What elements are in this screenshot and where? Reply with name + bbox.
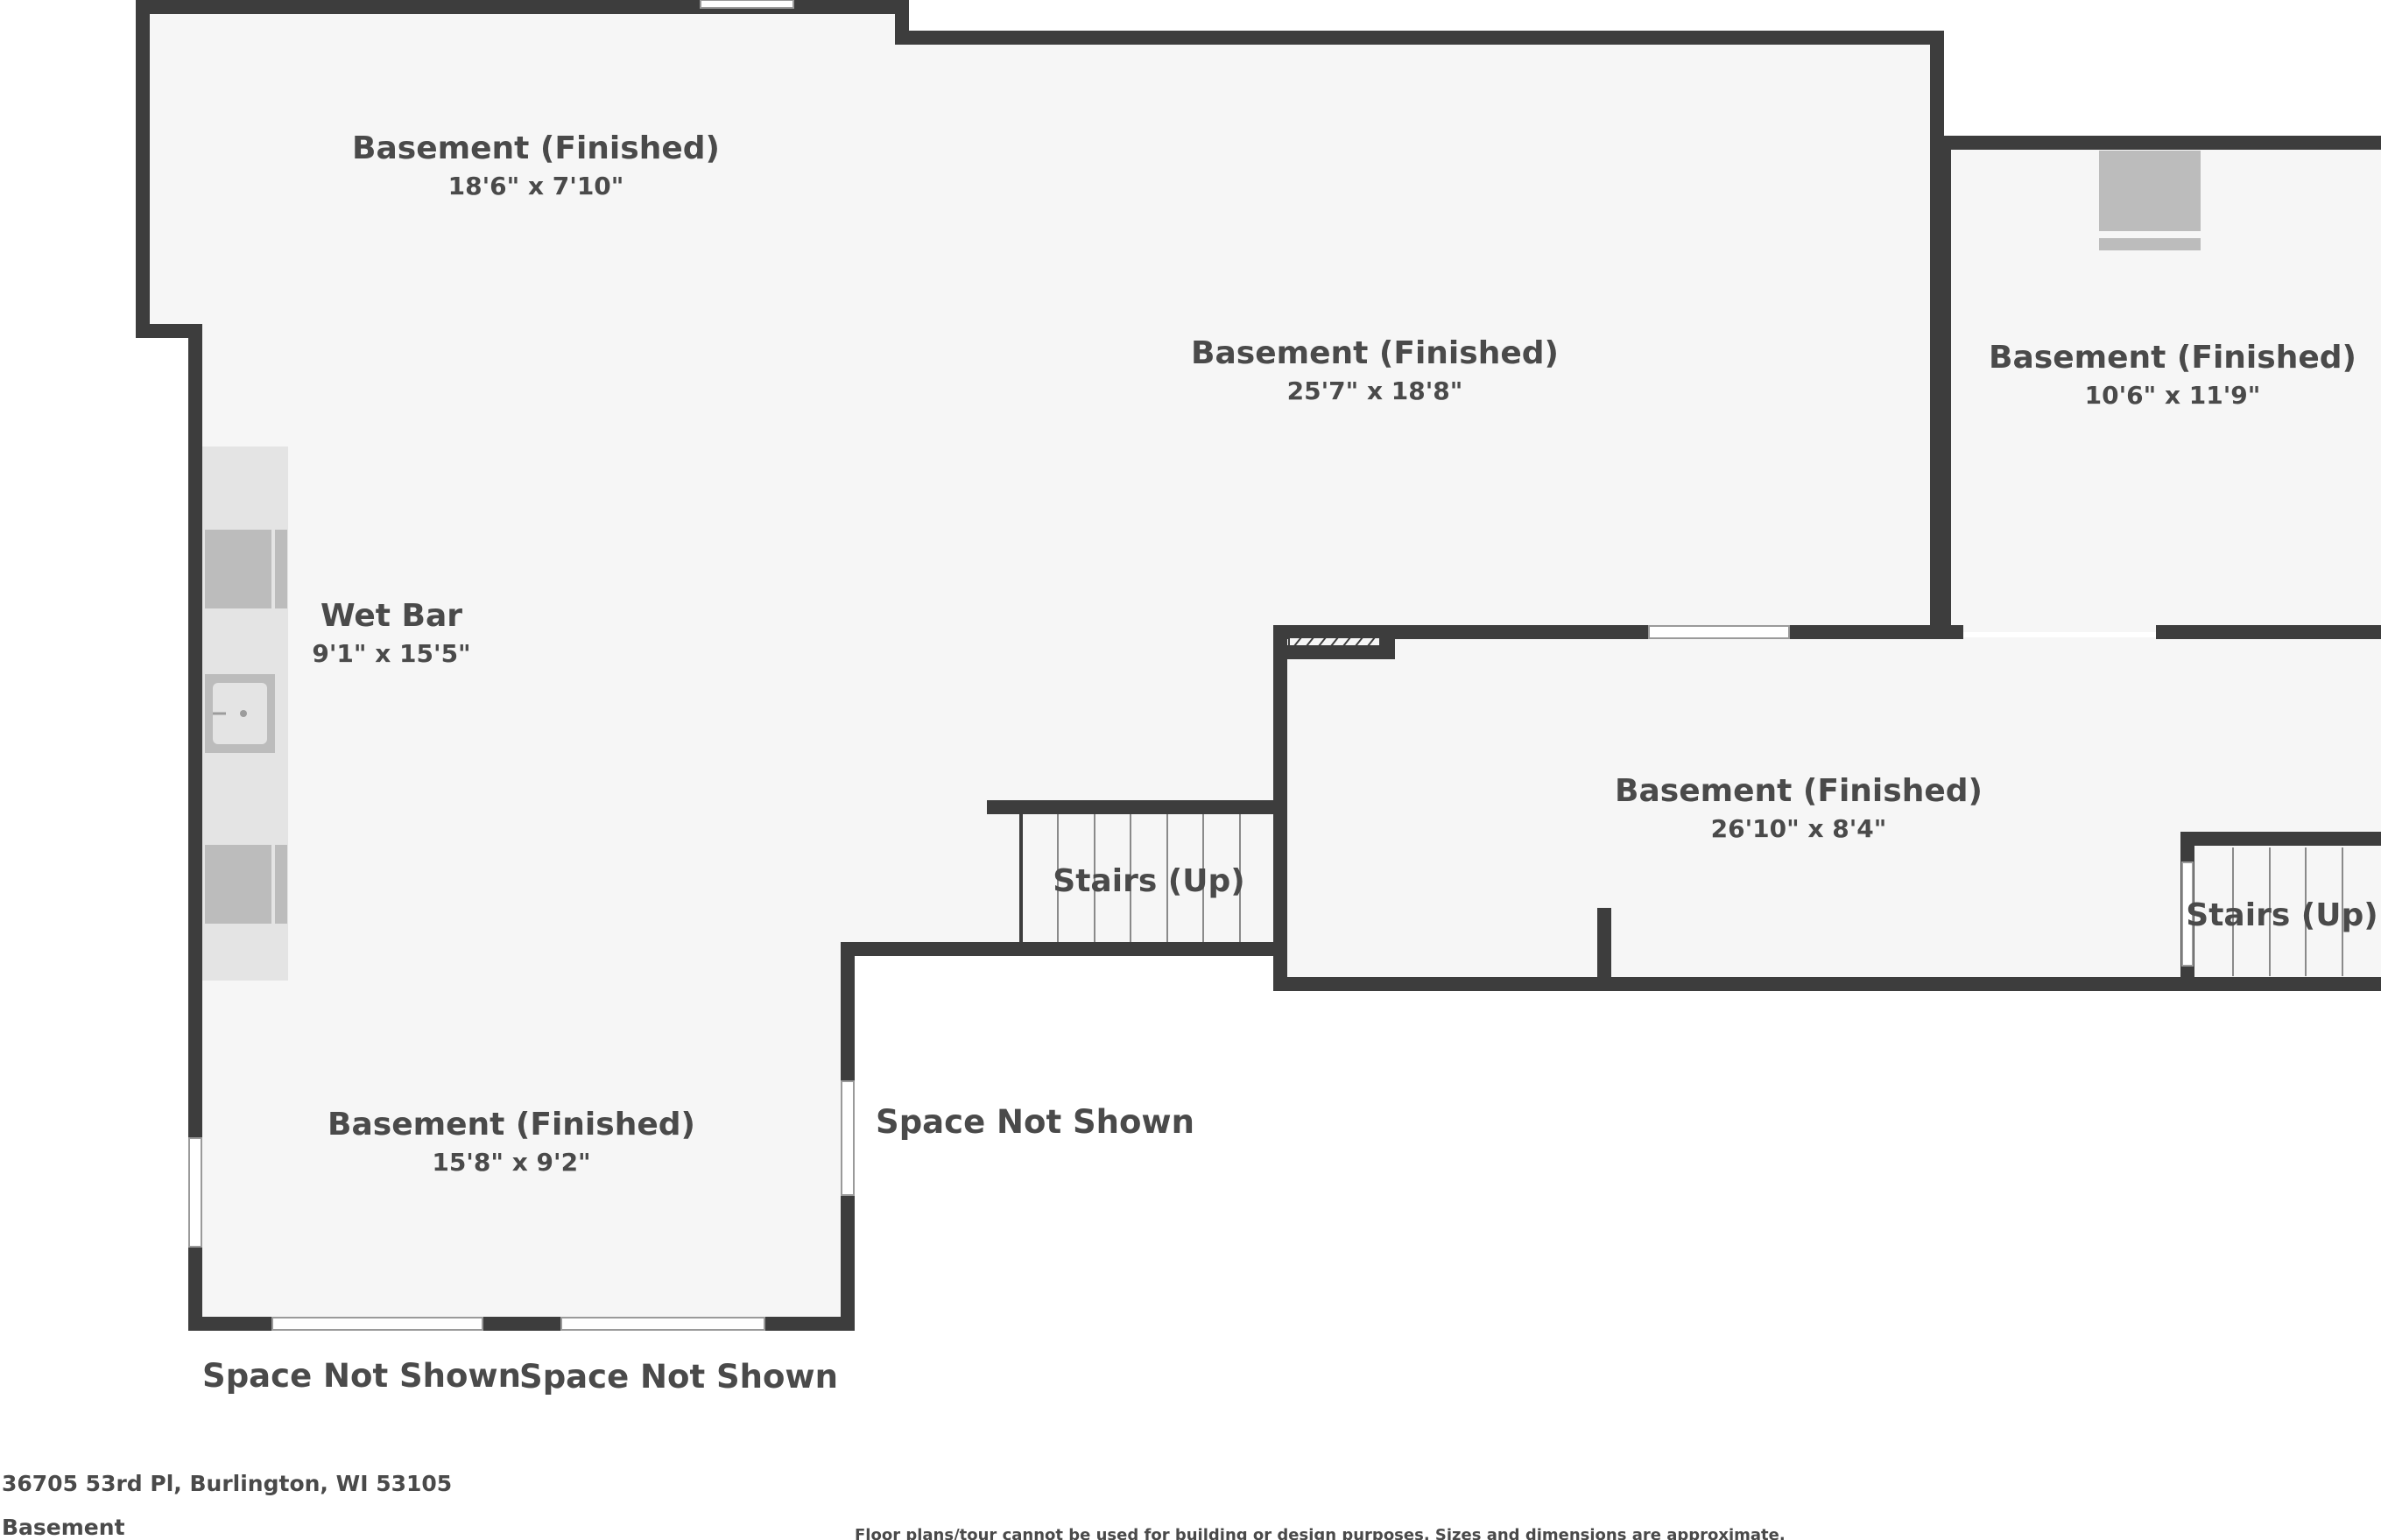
window [841,1080,855,1196]
floor-lower-right-room [1281,637,2381,981]
window [271,1317,483,1331]
disclaimer-text: Floor plans/tour cannot be used for buil… [855,1526,1786,1540]
windows [188,0,2194,1331]
vent-icon [1288,636,1381,647]
floor-area [143,7,2381,1324]
wall-main-outline [136,0,1944,1331]
room-label: Stairs (Up) [1053,863,1244,899]
room-name: Wet Bar [321,598,462,634]
window [1648,625,1790,639]
room-name: Basement (Finished) [1615,773,1983,809]
stairs-icon [1057,814,1241,946]
room-dimensions: 10'6" x 11'9" [2085,381,2261,410]
room-label: Wet Bar 9'1" x 15'5" [312,598,470,668]
room-name: Basement (Finished) [328,1107,695,1143]
cabinet [275,845,287,924]
address-text: 36705 53rd Pl, Burlington, WI 53105 [2,1471,452,1496]
window [700,0,794,9]
room-label: Basement (Finished) 18'6" x 7'10" [352,130,720,200]
space-not-shown-label: Space Not Shown [519,1358,838,1396]
wall-notch [1273,625,1395,659]
space-not-shown-label: Space Not Shown [876,1103,1194,1141]
stairs-icon [2232,847,2343,976]
space-not-shown-label: Space Not Shown [202,1357,521,1395]
room-name: Stairs (Up) [1053,863,1244,899]
room-name: Stairs (Up) [2186,897,2377,933]
room-name: Basement (Finished) [352,130,720,166]
wet-bar-counter [202,447,288,981]
room-dimensions: 25'7" x 18'8" [1287,376,1463,405]
room-label: Basement (Finished) 15'8" x 9'2" [328,1107,695,1177]
window [188,1137,202,1248]
room-label: Basement (Finished) 10'6" x 11'9" [1989,340,2356,410]
stairs-rail [1019,814,1023,946]
floor-right-room [1944,143,2381,632]
room-label: Stairs (Up) [2186,897,2377,933]
room-label: Basement (Finished) 25'7" x 18'8" [1191,335,1559,405]
floor-main [143,7,1937,1324]
wall-right-room [1937,136,2381,639]
cabinet [205,845,271,924]
window [2181,861,2194,967]
cabinet [275,530,287,608]
room-name: Basement (Finished) [1989,340,2356,376]
floor-name-text: Basement [2,1515,125,1540]
room-dimensions: 9'1" x 15'5" [312,639,470,668]
room-dimensions: 15'8" x 9'2" [432,1148,590,1177]
room-dimensions: 18'6" x 7'10" [448,172,624,200]
cabinet [205,530,271,608]
room-label: Basement (Finished) 26'10" x 8'4" [1615,773,1983,843]
window [560,1317,765,1331]
room-name: Basement (Finished) [1191,335,1559,371]
appliance-icon [2099,151,2201,250]
room-dimensions: 26'10" x 8'4" [1711,814,1887,843]
